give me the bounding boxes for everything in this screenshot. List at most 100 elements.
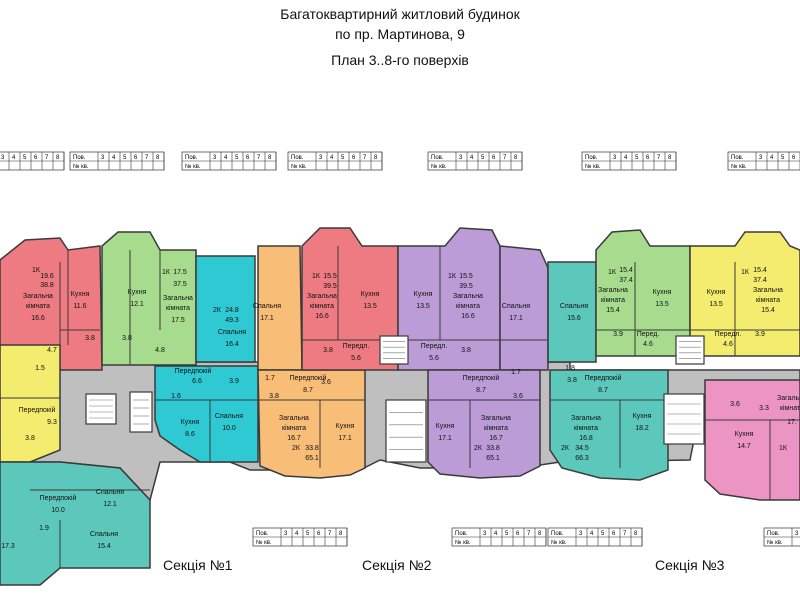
floor-number: 8 [339,531,343,537]
section-label-2: Секція №2 [362,557,432,573]
room-pink-17 [704,379,800,501]
floor-number: 5 [306,531,310,537]
floor-number: 5 [123,155,127,161]
floor-table-row2-label: № кв. [585,163,601,170]
floor-number: 6 [317,531,321,537]
floor-number: 5 [635,155,639,161]
room-label: 9.3 [47,419,57,426]
room-label: 3.8 [25,435,35,442]
room-purple-10 [397,227,501,371]
room-label: Кухня [181,419,200,426]
floor-number: 3 [795,531,799,537]
room-cyan-3 [195,255,256,363]
floor-table-row2-label: № кв. [767,539,783,546]
room-label: 4.8 [155,347,165,354]
floor-table-row2-label: № кв. [291,163,307,170]
room-label: 1К [741,269,750,276]
floor-number: 3 [319,155,323,161]
floor-number: 3 [101,155,105,161]
room-label: 65.1 [305,455,319,462]
room-teal-14 [549,369,669,481]
room-label: 15.4 [619,267,633,274]
room-label: 13.5 [363,303,377,310]
room-label: Кухня [735,431,754,438]
floor-number: 7 [623,531,627,537]
room-label: 11.6 [73,303,86,310]
room-label: 13.5 [416,303,430,310]
room-label: 3.9 [229,378,239,385]
room-red-9 [301,227,399,371]
room-label: кімната [756,296,780,304]
room-label: 65.1 [486,455,500,462]
floor-number: 5 [601,531,605,537]
room-label: Передпокій [463,374,500,382]
building-title: Багатоквартирний житловий будинок [280,6,520,22]
stair-lift-block [675,335,705,365]
floor-number: 7 [503,155,507,161]
room-label: Спальня [560,303,588,310]
floor-number: 3 [459,155,463,161]
room-teal-13 [547,261,597,363]
floor-number: 5 [481,155,485,161]
floor-number: 4 [590,531,594,537]
room-label: 66.3 [575,455,589,462]
stair-lift-block [385,399,427,463]
room-label: Загальна [571,415,601,422]
room-label: 19.6 [40,273,54,280]
room-label: 1.9 [39,525,49,532]
room-label: 34.5 [575,445,589,452]
room-label: Загальна [163,295,193,302]
stair-lift-block [129,391,153,433]
room-label: 15.6 [567,315,581,322]
room-label: 14.7 [737,443,751,450]
room-label: Кухня [414,291,433,298]
floor-table-row1-label: Пов. [455,531,468,537]
room-label: 10.0 [222,425,236,432]
room-label: Передпокій [585,374,622,382]
room-label: 13.5 [709,301,723,308]
room-label: 16.6 [315,313,329,320]
floor-number: 8 [668,155,672,161]
room-label: 17. [787,419,797,426]
floor-number: 3 [579,531,583,537]
room-label: 16.6 [461,313,475,320]
room-label: Спальня [502,303,530,310]
room-label: 15.4 [761,307,775,314]
room-label: 16.7 [287,435,301,442]
room-label: 15.5 [459,273,473,280]
room-label: 3.6 [321,379,331,386]
room-label: 3.8 [323,347,333,354]
room-label: 10.0 [51,507,65,514]
room-label: 16.4 [225,341,239,348]
room-label: Спальня [90,531,118,538]
room-label: 3.6 [513,393,523,400]
floor-number: 7 [657,155,661,161]
room-label: 17.1 [338,435,352,442]
room-label: 33.8 [486,445,500,452]
room-label: 5.6 [351,355,361,362]
room-label: 15.4 [753,267,767,274]
room-label: Загальна [753,287,783,294]
floor-number: 6 [492,155,496,161]
floor-number: 4 [112,155,116,161]
room-label: Спальня [218,329,246,336]
room-label: Передл. [421,343,448,350]
room-label: 1К [162,269,171,276]
room-label: кімната [166,304,190,312]
floor-number: 6 [612,531,616,537]
floor-number: 4 [224,155,228,161]
floor-table-row1-label: Пов. [551,531,564,537]
room-label: 49.3 [225,317,239,324]
floor-number: 8 [538,531,542,537]
floor-number: 3 [284,531,288,537]
wall-lines [0,246,800,568]
room-label: Перед. [637,331,660,338]
